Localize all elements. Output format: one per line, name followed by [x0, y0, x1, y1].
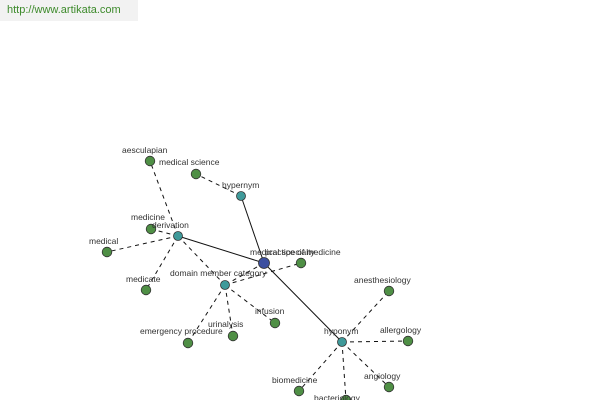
node-biomedicine[interactable] [293, 385, 305, 397]
edge-domain-practice-of-medicine [224, 262, 302, 286]
label-anesthesiology: anesthesiology [354, 275, 411, 285]
edge-domain-infusion [224, 284, 276, 324]
label-medical: medical [89, 236, 118, 246]
label-aesculapian: aesculapian [122, 145, 168, 155]
node-medical[interactable] [101, 246, 113, 258]
label-allergology: allergology [380, 325, 422, 335]
graph-edges [106, 160, 409, 400]
label-medicate: medicate [126, 274, 161, 284]
node-medicine[interactable] [145, 223, 157, 235]
label-emergency-procedure: emergency procedure [140, 326, 223, 336]
node-emergency-procedure[interactable] [182, 337, 194, 349]
label-medicine: medicine [131, 212, 165, 222]
node-infusion[interactable] [269, 317, 281, 329]
graph-nodes [101, 155, 414, 400]
label-bacteriology: bacteriology [314, 393, 361, 400]
edge-derivation-domain [177, 235, 226, 286]
label-hyponym: hyponym [324, 326, 359, 336]
source-url-link[interactable]: http://www.artikata.com [0, 0, 138, 21]
label-infusion: infusion [255, 306, 285, 316]
edge-derivation-medicate [145, 235, 179, 291]
edge-center-derivation [177, 235, 265, 264]
label-practice-of-medicine: practice of medicine [265, 247, 341, 257]
label-angiology: angiology [364, 371, 401, 381]
edge-domain-emergency-procedure [187, 284, 226, 344]
node-practice-of-medicine[interactable] [295, 257, 307, 269]
edge-hyponym-anesthesiology [341, 290, 390, 343]
node-medical-science[interactable] [190, 168, 202, 180]
edge-hypernym-medical-science [195, 173, 242, 197]
edge-center-hypernym [240, 195, 265, 264]
label-domain: domain member category [170, 268, 267, 278]
edge-hyponym-biomedicine [298, 341, 343, 392]
label-center: medical specialty [250, 247, 315, 257]
node-medicate[interactable] [140, 284, 152, 296]
edge-domain-urinalysis [224, 284, 234, 337]
edge-hyponym-bacteriology [341, 341, 347, 400]
node-angiology[interactable] [383, 381, 395, 393]
node-hypernym[interactable] [236, 191, 246, 201]
node-domain[interactable] [220, 280, 230, 290]
node-center[interactable] [258, 257, 270, 269]
node-allergology[interactable] [402, 335, 414, 347]
label-medical-science: medical science [159, 157, 220, 167]
label-biomedicine: biomedicine [272, 375, 318, 385]
node-derivation[interactable] [173, 231, 183, 241]
node-hyponym[interactable] [337, 337, 347, 347]
label-urinalysis: urinalysis [208, 319, 243, 329]
node-urinalysis[interactable] [227, 330, 239, 342]
graph-labels: medical specialty hypernym derivation domai… [89, 145, 422, 400]
node-anesthesiology[interactable] [383, 285, 395, 297]
edge-hyponym-allergology [341, 340, 409, 343]
edge-derivation-aesculapian [149, 160, 179, 237]
node-aesculapian[interactable] [144, 155, 156, 167]
label-derivation: derivation [152, 220, 189, 230]
node-bacteriology[interactable] [340, 394, 352, 400]
label-hypernym: hypernym [222, 180, 259, 190]
edge-center-hyponym [263, 262, 343, 343]
edge-hyponym-angiology [341, 341, 390, 388]
